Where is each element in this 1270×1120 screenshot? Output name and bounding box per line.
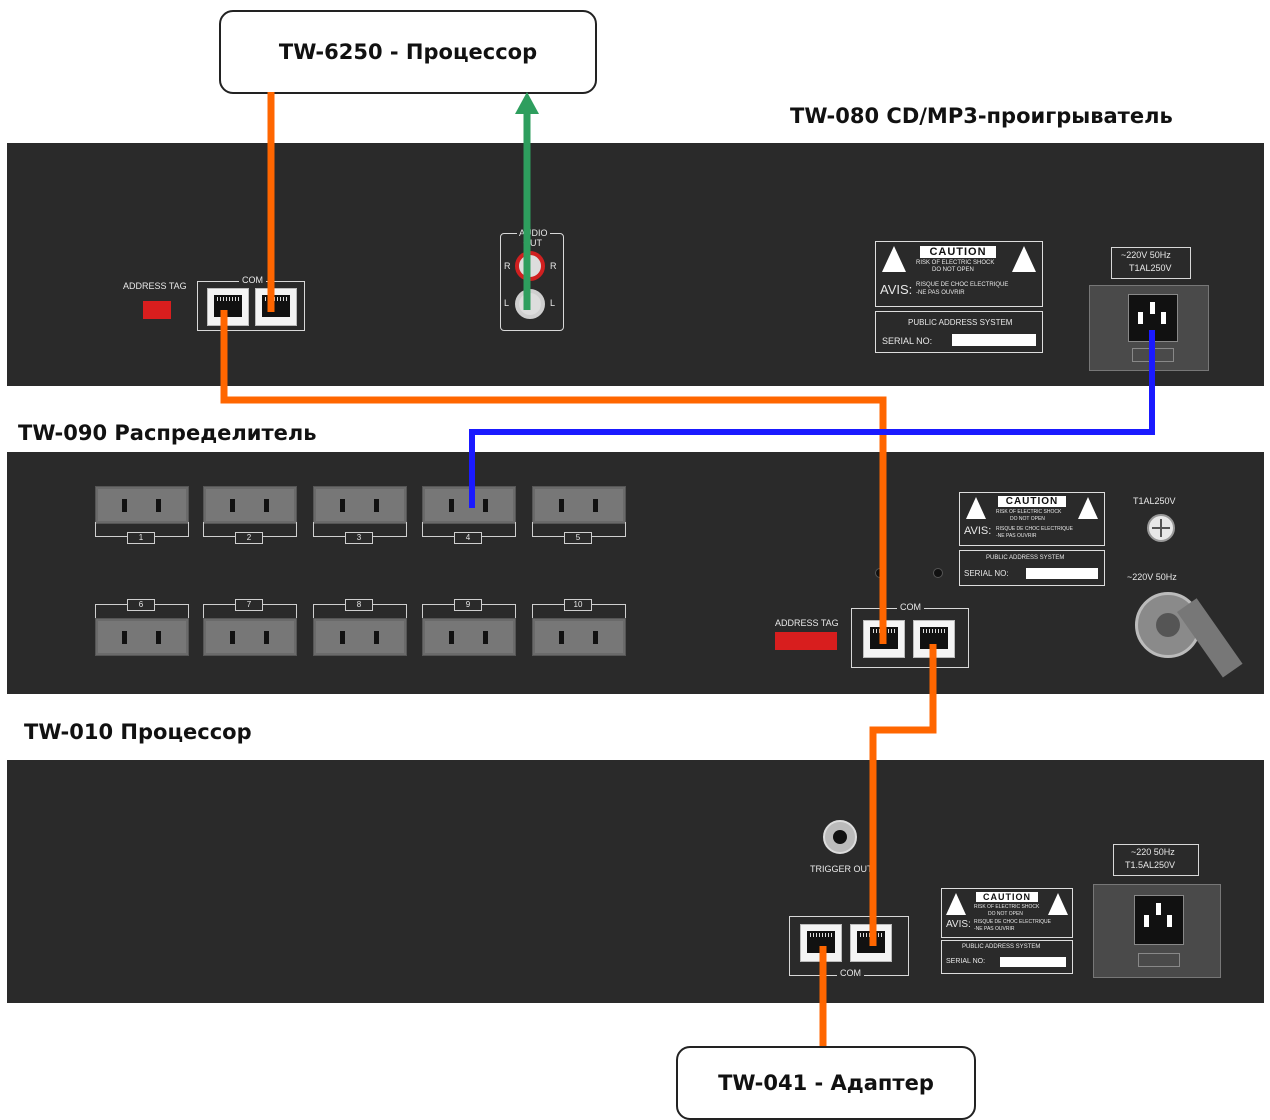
address-dip-switch: [143, 301, 171, 319]
outlet-9: [422, 618, 516, 656]
com-label: COM: [897, 602, 924, 612]
com-cable-cd-to-distributor: [220, 310, 887, 644]
warning-triangle-icon: [966, 497, 986, 519]
avis-label: AVIS:: [880, 282, 913, 297]
avis-label: AVIS:: [964, 525, 992, 537]
audio-out-label-2: OUT: [521, 238, 544, 248]
adapter-041-box: TW-041 - Адаптер: [676, 1046, 976, 1120]
com-label: COM: [239, 275, 266, 285]
exclamation-triangle-icon: [1012, 246, 1036, 272]
power-rating-line-1: ~220 50Hz: [1131, 847, 1175, 857]
caution-label: CAUTION RISK OF ELECTRIC SHOCK DO NOT OP…: [941, 888, 1073, 938]
com-label: COM: [837, 968, 864, 978]
address-dip-switch: [775, 632, 837, 650]
audio-l-left-label: L: [504, 298, 510, 308]
caution-label: CAUTION RISK OF ELECTRIC SHOCK DO NOT OP…: [875, 241, 1043, 307]
trigger-out-jack: [823, 820, 857, 854]
audio-r-right-label: R: [550, 261, 557, 271]
outlet-number-4: 4: [454, 532, 482, 544]
serial-plate: PUBLIC ADDRESS SYSTEM SERIAL NO:: [941, 940, 1073, 974]
outlet-3: [313, 486, 407, 524]
processor-panel: TRIGGER OUT COM CAUTION RISK OF ELECTRIC…: [7, 760, 1264, 1003]
serial-no-field: [1026, 568, 1098, 579]
adapter-041-label: TW-041 - Адаптер: [718, 1071, 934, 1095]
fuse-rating-label: T1AL250V: [1133, 496, 1176, 506]
exclamation-triangle-icon: [1048, 893, 1068, 915]
outlet-number-7: 7: [235, 599, 263, 611]
caution-do-not-open: DO NOT OPEN: [988, 911, 1023, 917]
caution-title: CAUTION: [998, 496, 1066, 507]
avis-text-2: -NE PAS OUVRIR: [974, 926, 1015, 932]
processor-010-heading: TW-010 Процессор: [24, 720, 252, 744]
public-address-label: PUBLIC ADDRESS SYSTEM: [962, 944, 1041, 950]
avis-text-1: RISQUE DE CHOC ELECTRIQUE: [916, 282, 1009, 288]
serial-no-label: SERIAL NO:: [964, 569, 1009, 578]
caution-label: CAUTION RISK OF ELECTRIC SHOCK DO NOT OP…: [959, 492, 1105, 546]
outlet-1: [95, 486, 189, 524]
audio-r-left-label: R: [504, 261, 511, 271]
power-rating-box: [1113, 844, 1199, 876]
caution-do-not-open: DO NOT OPEN: [932, 267, 974, 273]
trigger-out-label: TRIGGER OUT: [810, 864, 873, 874]
outlet-7: [203, 618, 297, 656]
serial-plate: PUBLIC ADDRESS SYSTEM SERIAL NO:: [959, 550, 1105, 586]
power-cable-cd-to-outlet-4: [469, 330, 1155, 508]
outlet-number-1: 1: [127, 532, 155, 544]
public-address-label: PUBLIC ADDRESS SYSTEM: [908, 318, 1013, 327]
audio-arrow-icon: [515, 92, 539, 114]
avis-text-1: RISQUE DE CHOC ELECTRIQUE: [996, 526, 1073, 532]
distributor-panel: 1 2 3 4 5 6 7 8 9 10 ADDRESS TAG COM CAU…: [7, 452, 1264, 694]
avis-text-1: RISQUE DE CHOC ELECTRIQUE: [974, 919, 1051, 925]
distributor-090-heading: TW-090 Распределитель: [18, 421, 317, 445]
power-rating-line-2: T1.5AL250V: [1125, 860, 1176, 870]
address-tag-label: ADDRESS TAG: [123, 281, 187, 291]
outlet-10: [532, 618, 626, 656]
avis-text-2: -NE PAS OUVRIR: [996, 533, 1037, 539]
outlet-number-6: 6: [127, 599, 155, 611]
processor-6250-label: TW-6250 - Процессор: [278, 40, 538, 64]
serial-no-field: [1000, 957, 1066, 967]
caution-title: CAUTION: [976, 892, 1038, 902]
power-rating-box: [1111, 247, 1191, 279]
address-tag-label: ADDRESS TAG: [775, 618, 839, 628]
avis-text-2: -NE PAS OUVRIR: [916, 290, 965, 296]
outlet-8: [313, 618, 407, 656]
outlet-6: [95, 618, 189, 656]
power-rating-line-2: T1AL250V: [1129, 263, 1172, 273]
power-rating-line-1: ~220V 50Hz: [1121, 250, 1171, 260]
outlet-2: [203, 486, 297, 524]
outlet-number-3: 3: [345, 532, 373, 544]
warning-triangle-icon: [882, 246, 906, 272]
caution-warning: RISK OF ELECTRIC SHOCK: [974, 904, 1040, 910]
exclamation-triangle-icon: [1078, 497, 1098, 519]
outlet-number-10: 10: [564, 599, 592, 611]
processor-6250-box: TW-6250 - Процессор: [219, 10, 597, 94]
outlet-number-9: 9: [454, 599, 482, 611]
audio-l-right-label: L: [550, 298, 556, 308]
avis-label: AVIS:: [946, 919, 971, 930]
player-080-heading: TW-080 CD/MP3-проигрыватель: [790, 104, 1173, 128]
public-address-label: PUBLIC ADDRESS SYSTEM: [986, 555, 1065, 561]
fuse-holder-icon: [1147, 514, 1175, 542]
iec-power-socket: [1093, 884, 1221, 978]
warning-triangle-icon: [946, 893, 966, 915]
serial-no-label: SERIAL NO:: [946, 958, 986, 965]
outlet-number-2: 2: [235, 532, 263, 544]
indicator-led-2: [933, 568, 943, 578]
outlet-number-8: 8: [345, 599, 373, 611]
serial-no-field: [952, 334, 1036, 346]
com-cable-distributor-to-processor: [869, 644, 937, 946]
serial-plate: PUBLIC ADDRESS SYSTEM SERIAL NO:: [875, 311, 1043, 353]
outlet-number-5: 5: [564, 532, 592, 544]
caution-warning: RISK OF ELECTRIC SHOCK: [916, 260, 995, 266]
power-rating-label: ~220V 50Hz: [1127, 572, 1177, 582]
caution-title: CAUTION: [920, 246, 996, 258]
audio-out-label-1: AUDIO: [517, 228, 550, 238]
outlet-5: [532, 486, 626, 524]
serial-no-label: SERIAL NO:: [882, 336, 933, 346]
caution-warning: RISK OF ELECTRIC SHOCK: [996, 509, 1062, 515]
caution-do-not-open: DO NOT OPEN: [1010, 516, 1045, 522]
